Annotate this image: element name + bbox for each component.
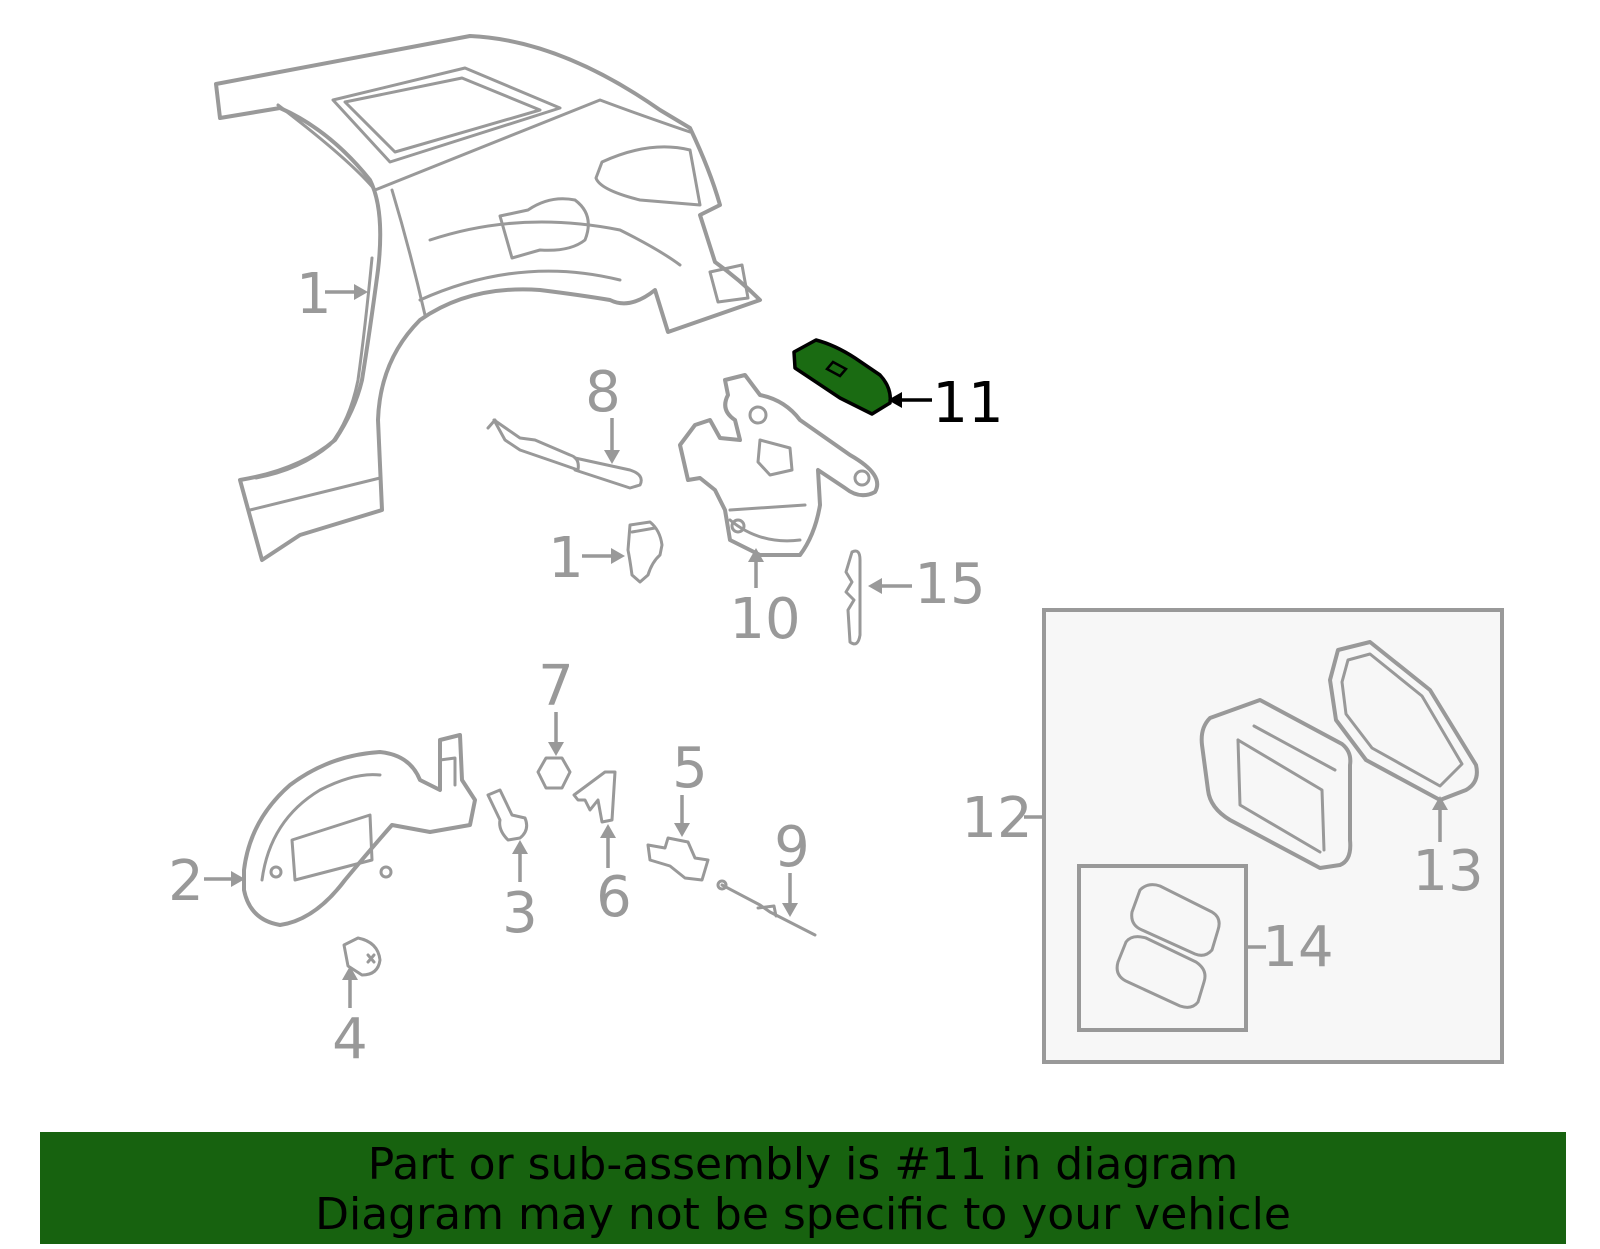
callout-12: 12 (961, 786, 1032, 851)
inset-14-box (1077, 864, 1248, 1032)
callout-1-top: 1 (296, 262, 332, 327)
part-6-bracket[interactable] (572, 770, 617, 824)
callout-14: 14 (1262, 915, 1333, 980)
callout-15: 15 (914, 552, 985, 617)
callout-5: 5 (672, 736, 708, 801)
callout-6: 6 (596, 865, 632, 930)
info-banner: Part or sub-assembly is #11 in diagram D… (40, 1132, 1566, 1244)
part-1-quarter-panel[interactable] (214, 34, 762, 562)
callout-1-clip: 1 (548, 526, 584, 591)
callout-11: 11 (932, 371, 1003, 436)
part-4-bumper[interactable] (342, 936, 382, 977)
callout-7: 7 (538, 654, 574, 719)
part-10-hinge[interactable] (678, 373, 880, 557)
callout-4: 4 (332, 1007, 368, 1072)
part-9-cable[interactable] (716, 879, 817, 937)
part-12-housing[interactable] (1199, 698, 1353, 870)
part-15-seal-strip[interactable] (844, 549, 862, 646)
callout-13: 13 (1412, 839, 1483, 904)
part-8-actuator-rod[interactable] (486, 418, 643, 490)
part-2-fuel-door[interactable] (242, 733, 477, 927)
callout-3: 3 (502, 881, 538, 946)
callout-8: 8 (585, 360, 621, 425)
part-1-clip[interactable] (626, 520, 664, 584)
callout-2: 2 (168, 849, 204, 914)
callout-10: 10 (729, 587, 800, 652)
callout-9: 9 (774, 815, 810, 880)
part-3-bolt[interactable] (486, 788, 529, 842)
banner-line-1: Part or sub-assembly is #11 in diagram (367, 1139, 1239, 1190)
part-14-pads[interactable] (1115, 883, 1221, 1009)
banner-line-2: Diagram may not be specific to your vehi… (315, 1189, 1291, 1240)
part-7-nut[interactable] (536, 756, 572, 790)
part-5-actuator[interactable] (646, 836, 710, 882)
part-13-gasket[interactable] (1328, 640, 1479, 802)
part-11-highlighted[interactable] (792, 338, 893, 416)
